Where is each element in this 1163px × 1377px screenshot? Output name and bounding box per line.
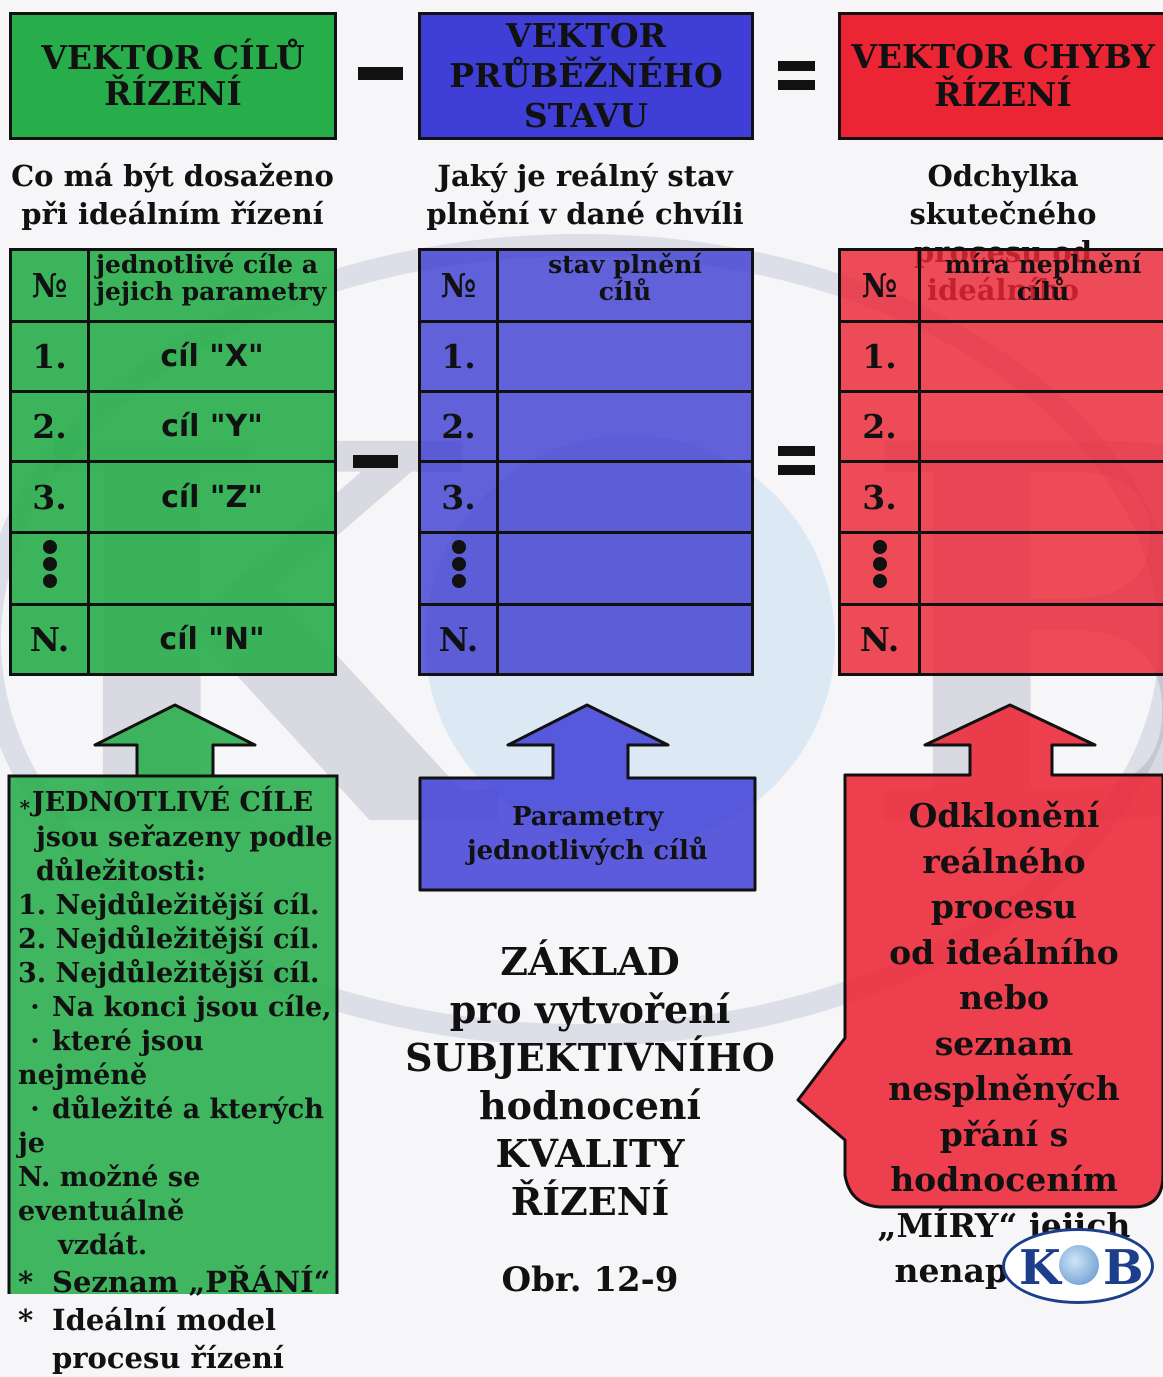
state-note-line: jednotlivých cílů	[420, 834, 755, 868]
error-note-line: nesplněných	[845, 1066, 1163, 1112]
goals-note-star: procesu řízení	[18, 1339, 336, 1377]
kob-logo: K B	[1002, 1228, 1154, 1304]
center-line: SUBJEKTIVNÍHO	[395, 1034, 785, 1082]
error-note-line: Odklonění	[845, 793, 1163, 839]
state-note: Parametry jednotlivých cílů	[420, 800, 755, 868]
goals-note-star: *Ideální model	[18, 1301, 336, 1339]
goals-note-item: ·Na konci jsou cíle,	[18, 991, 336, 1025]
goals-note-item: ·důležité a kterých je	[18, 1093, 336, 1161]
error-note-line: reálného procesu	[845, 839, 1163, 930]
globe-icon	[1059, 1245, 1099, 1285]
goals-note: ∗JEDNOTLIVÉ CÍLE jsou seřazeny podle důl…	[18, 786, 336, 1377]
goals-note-line: jsou seřazeny podle	[18, 821, 336, 855]
kob-logo-letter-k: K	[1019, 1240, 1061, 1296]
goals-note-item: ·které jsou nejméně	[18, 1025, 336, 1093]
center-line: ŘÍZENÍ	[395, 1178, 785, 1226]
goals-note-line: důležitosti:	[18, 855, 336, 889]
error-note-line: od ideálního nebo	[845, 930, 1163, 1021]
goals-note-item: 3. Nejdůležitější cíl.	[18, 957, 336, 991]
center-statement: ZÁKLAD pro vytvoření SUBJEKTIVNÍHO hodno…	[395, 938, 785, 1226]
error-note-line: seznam	[845, 1021, 1163, 1067]
center-line: hodnocení	[395, 1082, 785, 1130]
green-up-arrow	[95, 705, 255, 776]
goals-note-item: vzdát.	[18, 1229, 336, 1263]
center-line: pro vytvoření	[395, 986, 785, 1034]
error-note-line: přání s	[845, 1112, 1163, 1158]
figure-label: Obr. 12-9	[395, 1260, 785, 1300]
error-note-line: hodnocením	[845, 1157, 1163, 1203]
goals-note-item: 1. Nejdůležitější cíl.	[18, 889, 336, 923]
center-line: KVALITY	[395, 1130, 785, 1178]
goals-note-star: *Seznam „PŘÁNÍ“	[18, 1263, 336, 1301]
kob-logo-letter-b: B	[1103, 1240, 1144, 1296]
center-line: ZÁKLAD	[395, 938, 785, 986]
goals-note-heading: ∗JEDNOTLIVÉ CÍLE	[18, 786, 336, 821]
state-note-line: Parametry	[420, 800, 755, 834]
goals-note-item: N. možné se eventuálně	[18, 1161, 336, 1229]
error-note: Odklonění reálného procesu od ideálního …	[845, 793, 1163, 1294]
goals-note-item: 2. Nejdůležitější cíl.	[18, 923, 336, 957]
